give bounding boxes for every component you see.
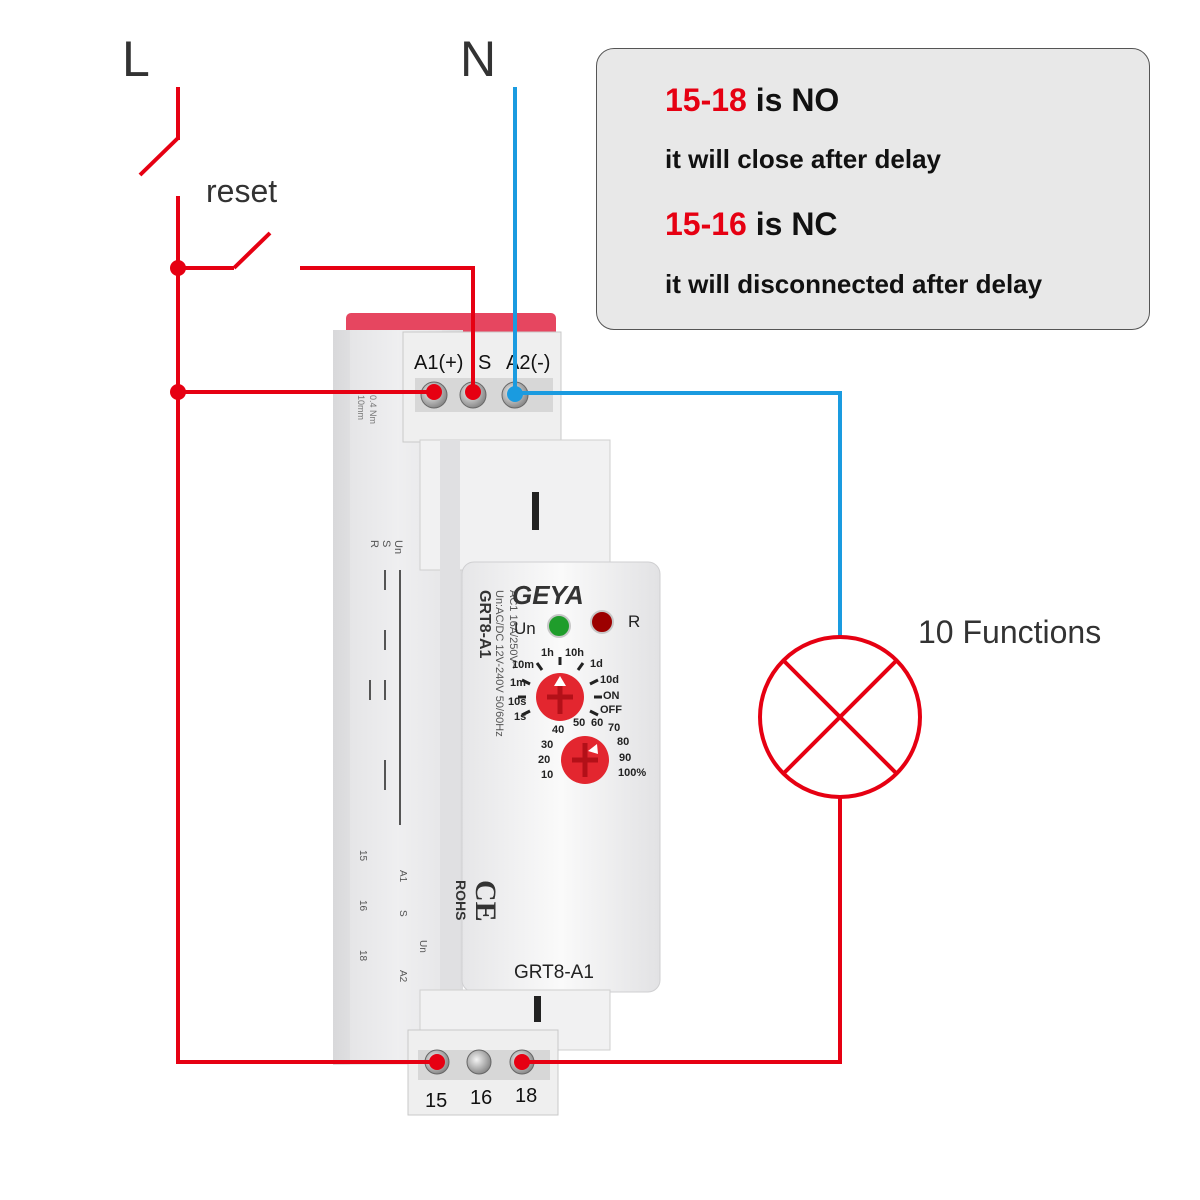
terminal-dot-18 — [514, 1054, 530, 1070]
svg-text:1d: 1d — [590, 658, 603, 670]
side-rohs: ROHS — [453, 880, 469, 920]
svg-text:18: 18 — [357, 950, 368, 962]
info-no-text: is NO — [746, 82, 840, 118]
neutral-n-label: N — [460, 31, 497, 87]
svg-text:10: 10 — [541, 769, 553, 781]
svg-text:10m: 10m — [512, 659, 534, 671]
svg-text:10s: 10s — [508, 696, 526, 708]
svg-text:1h: 1h — [541, 647, 554, 659]
svg-text:A2: A2 — [397, 970, 408, 983]
lamp-symbol — [758, 635, 922, 799]
side-spec-line1: Un:AC/DC 12V-240V 50/60Hz — [493, 590, 505, 737]
terminal-dot-a2 — [507, 386, 523, 402]
info-range-15-18: 15-18 — [665, 82, 747, 118]
time-range-dial[interactable] — [518, 657, 602, 721]
reset-switch-blade — [232, 231, 272, 270]
info-line-no: 15-18 is NO — [665, 82, 839, 119]
terminal-label-a1: A1(+) — [414, 352, 463, 374]
terminal-dot-a1 — [426, 384, 442, 400]
svg-text:70: 70 — [608, 722, 620, 734]
time-range-dial-labels: 1h 10h 10m 1d 1m 10d 10s ON 1s OFF — [508, 647, 622, 723]
front-model-label: GRT8-A1 — [514, 962, 594, 983]
svg-text:15: 15 — [357, 850, 368, 862]
terminal-label-a2: A2(-) — [506, 352, 550, 374]
svg-text:OFF: OFF — [600, 704, 622, 716]
wire-l-main — [176, 196, 437, 1064]
side-contact-diagram: 15 16 18 A1 A2 S Un — [357, 850, 428, 983]
svg-text:10d: 10d — [600, 674, 619, 686]
torque-text: 0.4 Nm — [368, 395, 378, 424]
led-label-r: R — [628, 612, 640, 631]
side-spec-line2: AC1 16A/250V~ — [507, 590, 519, 669]
main-switch-blade — [138, 136, 180, 177]
svg-text:16: 16 — [357, 900, 368, 912]
geya-logo: GEYA — [512, 580, 584, 610]
svg-text:60: 60 — [591, 717, 603, 729]
terminal-dot-15 — [429, 1054, 445, 1070]
terminal-dot-s — [465, 384, 481, 400]
terminal-label-16: 16 — [470, 1087, 492, 1109]
info-disconnect-text: it will disconnected after delay — [665, 269, 1043, 299]
svg-text:S: S — [397, 910, 408, 917]
svg-text:80: 80 — [617, 736, 629, 748]
wire-lamp-to-18 — [522, 797, 842, 1064]
wire-reset-to-s — [300, 266, 475, 395]
info-range-15-16: 15-16 — [665, 206, 747, 242]
svg-text:1m: 1m — [510, 677, 526, 689]
svg-text:10h: 10h — [565, 647, 584, 659]
svg-text:Un: Un — [392, 540, 404, 554]
side-model-text: GRT8-A1 — [476, 590, 493, 659]
junction-dot — [170, 260, 186, 276]
side-ce-mark: CE — [469, 880, 502, 922]
percentage-dial-labels: 40 50 60 70 30 80 20 90 10 100% — [538, 717, 646, 781]
info-close-text: it will close after delay — [665, 144, 941, 174]
reset-switch-label: reset — [206, 173, 278, 209]
svg-text:Un: Un — [417, 940, 428, 953]
info-line-nc: 15-16 is NC — [665, 206, 838, 243]
svg-text:A1: A1 — [397, 870, 408, 883]
svg-text:100%: 100% — [618, 767, 646, 779]
led-un-indicator — [547, 614, 571, 638]
svg-text:30: 30 — [541, 739, 553, 751]
svg-text:50: 50 — [573, 717, 585, 729]
junction-dot — [170, 384, 186, 400]
side-timing-chart — [369, 570, 401, 825]
housing-slot — [532, 492, 539, 530]
svg-text:ON: ON — [603, 690, 620, 702]
led-label-un: Un — [514, 619, 536, 638]
svg-text:1s: 1s — [514, 711, 526, 723]
terminal-label-15: 15 — [425, 1090, 447, 1112]
info-box: 15-18 is NO it will close after delay 15… — [596, 48, 1150, 330]
percentage-dial[interactable] — [561, 736, 609, 784]
led-r-indicator — [590, 610, 614, 634]
svg-text:90: 90 — [619, 752, 631, 764]
terminal-label-s: S — [478, 352, 491, 374]
svg-text:S: S — [380, 540, 392, 547]
side-timing-labels: Un S R — [368, 540, 404, 554]
line-l-label: L — [122, 31, 150, 87]
lamp-functions-label: 10 Functions — [918, 614, 1102, 650]
svg-text:R: R — [368, 540, 380, 548]
wire-a2-to-lamp — [515, 391, 842, 636]
relay-module: GRT8-A1 Un:AC/DC 12V-240V 50/60Hz AC1 16… — [333, 313, 661, 1116]
terminal-label-18: 18 — [515, 1085, 537, 1107]
strip-length-text: 10mm — [356, 395, 366, 420]
svg-text:40: 40 — [552, 724, 564, 736]
info-nc-text: is NC — [746, 206, 838, 242]
wiring — [138, 87, 842, 1070]
svg-text:20: 20 — [538, 754, 550, 766]
